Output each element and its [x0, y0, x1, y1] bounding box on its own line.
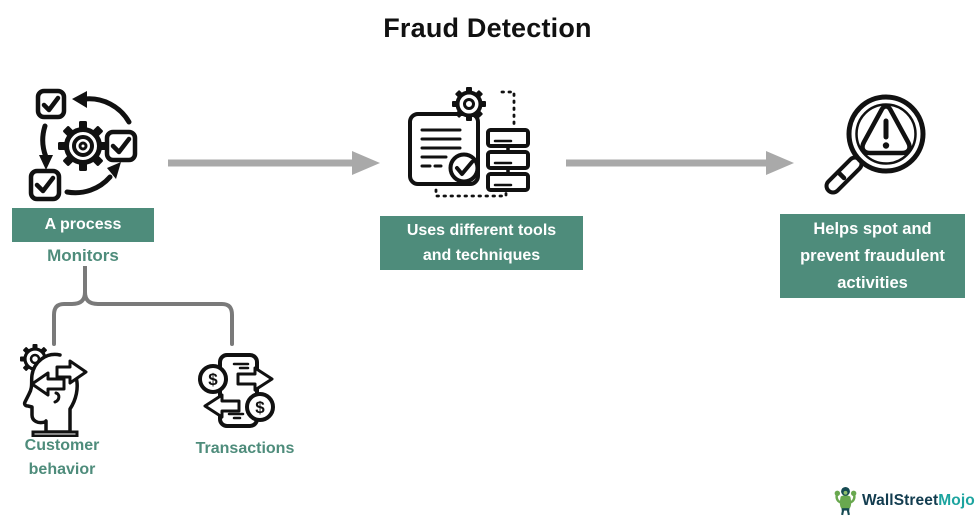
step-label-a-process: A process	[12, 208, 154, 242]
monitors-child-customer-behavior: Customer behavior	[24, 437, 100, 478]
step-label-tools: Uses different tools and techniques	[380, 216, 583, 270]
transactions-icon: $ $	[198, 353, 275, 428]
logo-text-accent: Mojo	[938, 491, 975, 509]
customer-behavior-icon	[20, 344, 88, 437]
logo-text-primary: WallStreet	[862, 491, 939, 509]
step-label-text: Helps spot and prevent fraudulent activi…	[800, 219, 945, 292]
monitors-heading: Monitors	[47, 246, 119, 265]
monitors-bracket	[52, 266, 234, 346]
page-title: Fraud Detection	[383, 13, 592, 43]
magnifier-warning-icon	[824, 94, 926, 195]
flow-arrow-1-icon	[168, 151, 380, 175]
dollar-symbol: $	[208, 370, 218, 389]
flow-arrow-2-icon	[566, 151, 794, 175]
wallstreetmojo-mascot	[834, 486, 857, 516]
dollar-symbol: $	[255, 398, 265, 417]
process-cycle-icon	[28, 88, 138, 202]
monitors-child-transactions: Transactions	[195, 440, 295, 457]
step-label-helps-spot: Helps spot and prevent fraudulent activi…	[780, 214, 965, 298]
tools-techniques-icon	[408, 87, 530, 198]
step-label-text: A process	[44, 216, 122, 233]
step-label-text: Uses different tools and techniques	[406, 222, 557, 264]
wallstreetmojo-wordmark: WallStreetMojo	[862, 492, 975, 510]
wallstreetmojo-logo: WallStreetMojo	[833, 485, 975, 516]
